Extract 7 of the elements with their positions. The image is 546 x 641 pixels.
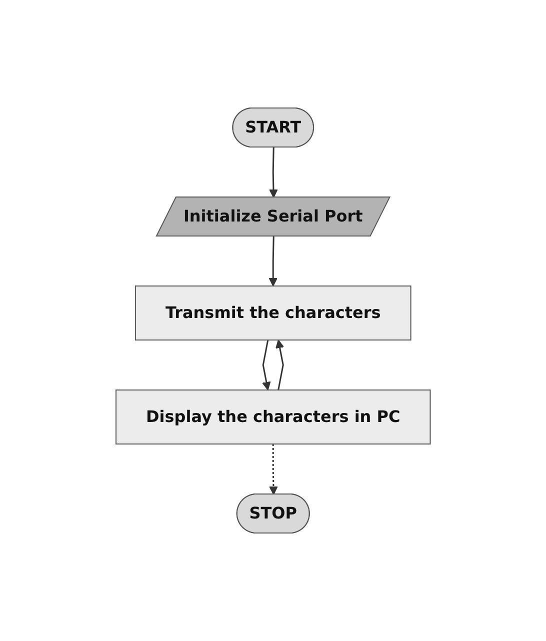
arrow: [268, 147, 278, 198]
node-box: Display the characters in PC: [115, 390, 431, 444]
arrow: [268, 444, 278, 495]
arrow: [275, 340, 284, 390]
arrow: [262, 340, 271, 390]
node-box: Transmit the characters: [134, 286, 412, 340]
arrow: [268, 236, 278, 286]
